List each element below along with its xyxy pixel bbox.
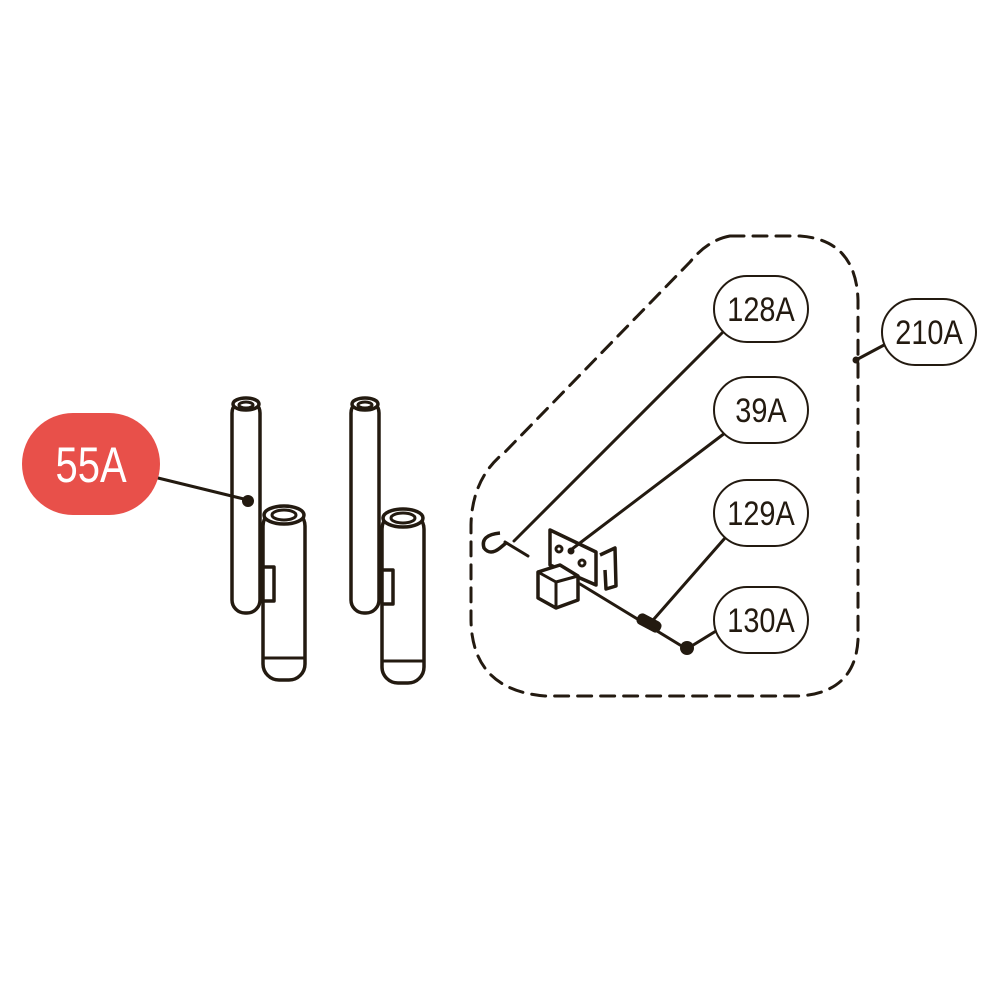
part-128a-clip[interactable] — [481, 531, 530, 558]
callout-55a[interactable]: 55A — [22, 413, 160, 515]
callout-128a-label: 128A — [727, 290, 794, 329]
rod-line — [578, 582, 682, 647]
callout-55a-badge — [22, 413, 160, 515]
callout-210a[interactable]: 210A — [881, 298, 977, 366]
hinge-pin-55a-right[interactable] — [349, 396, 426, 685]
callout-39a-label: 39A — [735, 391, 786, 430]
callout-39a[interactable]: 39A — [713, 376, 809, 444]
part-130a-nut[interactable] — [680, 641, 694, 655]
callout-55a-label: 55A — [56, 437, 128, 493]
callout-130a-label: 130A — [727, 601, 794, 640]
callout-210a-label: 210A — [895, 313, 962, 352]
part-39a-bracket[interactable] — [536, 528, 618, 610]
callout-129a-label: 129A — [727, 494, 794, 533]
callout-130a[interactable]: 130A — [713, 586, 809, 654]
leader-lines — [156, 331, 888, 649]
part-129a-spring[interactable] — [635, 612, 664, 635]
callout-129a[interactable]: 129A — [713, 479, 809, 547]
assembly-group-outline — [469, 234, 860, 698]
callout-128a[interactable]: 128A — [713, 275, 809, 343]
hinge-pin-55a-left[interactable] — [230, 396, 307, 682]
